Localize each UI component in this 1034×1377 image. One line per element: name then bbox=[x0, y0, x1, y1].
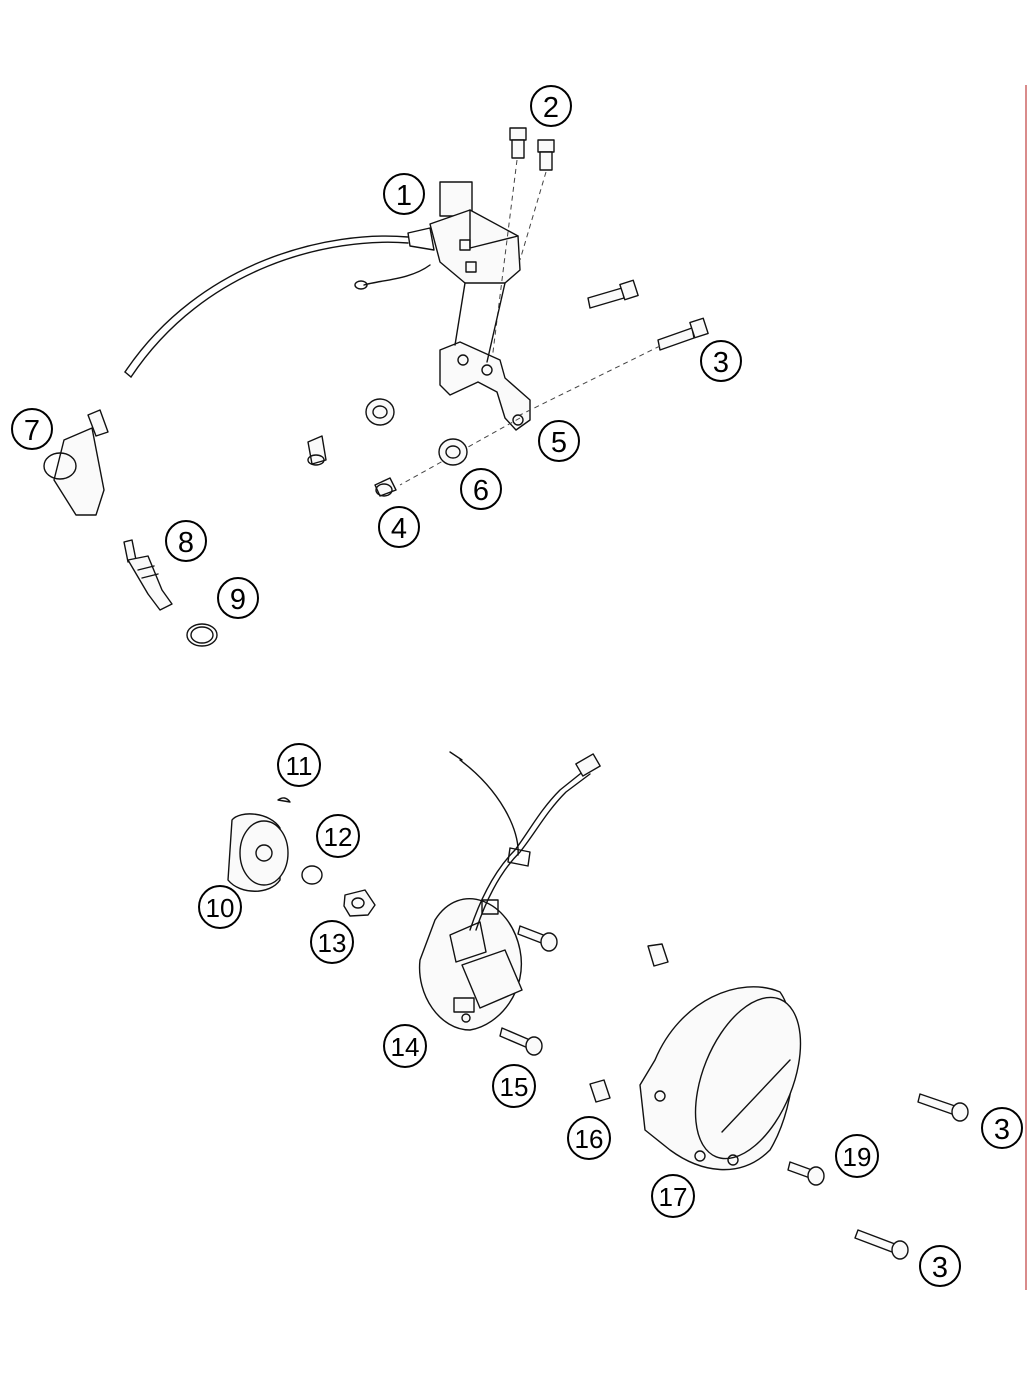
callout-4: 4 bbox=[378, 506, 420, 548]
callout-12: 12 bbox=[316, 814, 360, 858]
sleeve-icon bbox=[307, 435, 397, 497]
svg-text:7: 7 bbox=[24, 415, 40, 447]
svg-text:5: 5 bbox=[551, 427, 567, 459]
svg-text:3: 3 bbox=[932, 1252, 948, 1284]
stator bbox=[418, 898, 523, 1031]
bolt-icon bbox=[787, 1093, 969, 1260]
spark-plug-connector bbox=[43, 409, 109, 516]
svg-text:6: 6 bbox=[473, 475, 489, 507]
callout-16: 16 bbox=[567, 1116, 611, 1160]
svg-text:1: 1 bbox=[396, 180, 412, 212]
svg-text:4: 4 bbox=[391, 513, 407, 545]
ignition-coil bbox=[407, 181, 521, 284]
callout-9: 9 bbox=[217, 577, 259, 619]
svg-text:2: 2 bbox=[543, 92, 559, 124]
callout-7: 7 bbox=[11, 408, 53, 450]
screw-icon bbox=[499, 925, 558, 1056]
washer-icon bbox=[301, 865, 323, 885]
callout-8: 8 bbox=[165, 520, 207, 562]
callout-2: 2 bbox=[530, 85, 572, 127]
callout-3-cover-upper: 3 bbox=[981, 1107, 1023, 1149]
svg-text:12: 12 bbox=[324, 822, 353, 852]
svg-text:3: 3 bbox=[994, 1114, 1010, 1146]
coil-bracket bbox=[439, 341, 531, 431]
woodruff-key-icon bbox=[277, 797, 291, 803]
bolt-icon bbox=[509, 127, 555, 171]
nut-icon bbox=[343, 889, 376, 917]
bolt-icon bbox=[587, 279, 709, 351]
callout-3: 3 bbox=[700, 340, 742, 382]
washer-icon bbox=[186, 623, 218, 647]
svg-text:14: 14 bbox=[391, 1032, 420, 1062]
grommet-icon bbox=[365, 398, 468, 466]
dowel-icon bbox=[589, 943, 669, 1103]
callout-5: 5 bbox=[538, 420, 580, 462]
svg-text:13: 13 bbox=[318, 928, 347, 958]
svg-text:3: 3 bbox=[713, 347, 729, 379]
svg-text:11: 11 bbox=[286, 751, 313, 781]
callout-15: 15 bbox=[492, 1064, 536, 1108]
svg-text:19: 19 bbox=[843, 1142, 872, 1172]
callout-19: 19 bbox=[835, 1134, 879, 1178]
svg-text:9: 9 bbox=[230, 584, 246, 616]
svg-text:17: 17 bbox=[659, 1182, 688, 1212]
svg-text:16: 16 bbox=[575, 1124, 604, 1154]
ground-lead bbox=[363, 264, 431, 286]
callout-3-cover-lower: 3 bbox=[919, 1245, 961, 1287]
callout-14: 14 bbox=[383, 1024, 427, 1068]
callout-11: 11 bbox=[277, 743, 321, 787]
stator-cable bbox=[469, 769, 586, 931]
svg-text:15: 15 bbox=[500, 1072, 529, 1102]
callout-6: 6 bbox=[460, 468, 502, 510]
ignition-cover bbox=[639, 986, 802, 1171]
svg-text:8: 8 bbox=[178, 527, 194, 559]
spark-plug bbox=[123, 539, 173, 611]
rotor bbox=[227, 813, 289, 892]
callout-1: 1 bbox=[383, 173, 425, 215]
svg-text:10: 10 bbox=[206, 893, 235, 923]
callout-13: 13 bbox=[310, 920, 354, 964]
callout-17: 17 bbox=[651, 1174, 695, 1218]
callout-10: 10 bbox=[198, 885, 242, 929]
ht-cable bbox=[124, 235, 409, 373]
